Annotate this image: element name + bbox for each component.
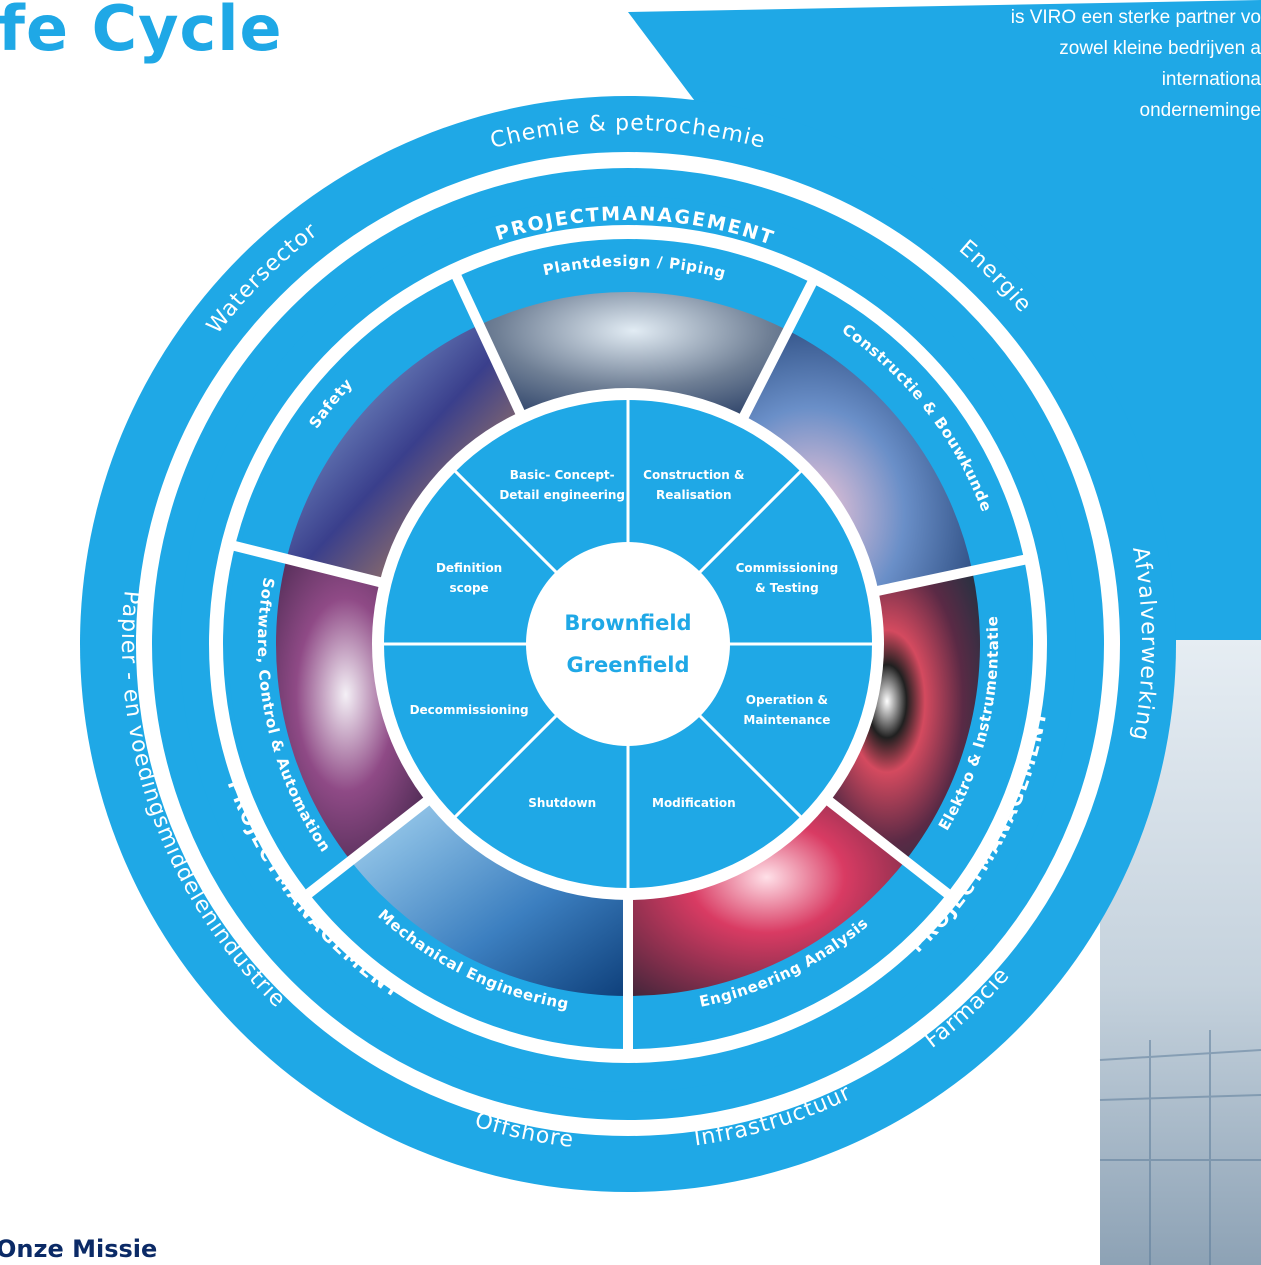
discipline-photo xyxy=(350,797,628,996)
factory-hall-structure xyxy=(1099,1030,1261,1265)
phase-label: Realisation xyxy=(656,488,732,502)
center-label: Brownfield xyxy=(564,611,691,635)
phase-label: Detail engineering xyxy=(499,488,625,502)
phase-label: Decommissioning xyxy=(410,703,529,717)
ring-separator xyxy=(209,225,1047,1063)
discipline-divider xyxy=(817,790,955,901)
ring-separator xyxy=(136,152,1120,1136)
mission-heading: Onze Missie xyxy=(0,1235,158,1263)
phase-label: Basic- Concept- xyxy=(510,468,615,482)
discipline-divider xyxy=(866,553,1031,598)
phase-label: Construction & xyxy=(643,468,744,482)
discipline-divider xyxy=(228,539,392,590)
discipline-photo xyxy=(479,292,788,422)
discipline-photo xyxy=(286,324,523,584)
intro-line: is VIRO een sterke partner vo xyxy=(1010,7,1261,28)
discipline-photo xyxy=(628,797,906,996)
discipline-divider xyxy=(450,270,529,425)
phase-divider xyxy=(697,468,804,575)
phase-divider xyxy=(697,713,804,820)
phase-label: Shutdown xyxy=(528,796,596,810)
discipline-photo xyxy=(276,558,431,861)
phase-label: scope xyxy=(449,581,488,595)
phase-label: & Testing xyxy=(755,581,819,595)
page-title: fe Cycle xyxy=(0,0,283,65)
intro-text: is VIRO een sterke partner vo zowel klei… xyxy=(841,2,1261,126)
discipline-photo xyxy=(825,570,981,861)
discipline-divider xyxy=(301,790,439,901)
center-label: Greenfield xyxy=(566,653,689,677)
intro-line: internationa xyxy=(1161,69,1261,90)
phase-divider xyxy=(452,713,559,820)
intro-line: zowel kleine bedrijven a xyxy=(1059,38,1261,59)
discipline-photo xyxy=(741,330,973,593)
center-disk xyxy=(526,542,730,746)
phase-label: Commissioning xyxy=(736,561,839,575)
phase-label: Operation & xyxy=(746,693,828,707)
phase-divider xyxy=(452,468,559,575)
phase-label: Modification xyxy=(652,796,736,810)
discipline-divider xyxy=(734,276,819,428)
phase-label: Maintenance xyxy=(743,713,830,727)
intro-line: onderneminge xyxy=(1139,100,1261,121)
phase-label: Definition xyxy=(436,561,502,575)
